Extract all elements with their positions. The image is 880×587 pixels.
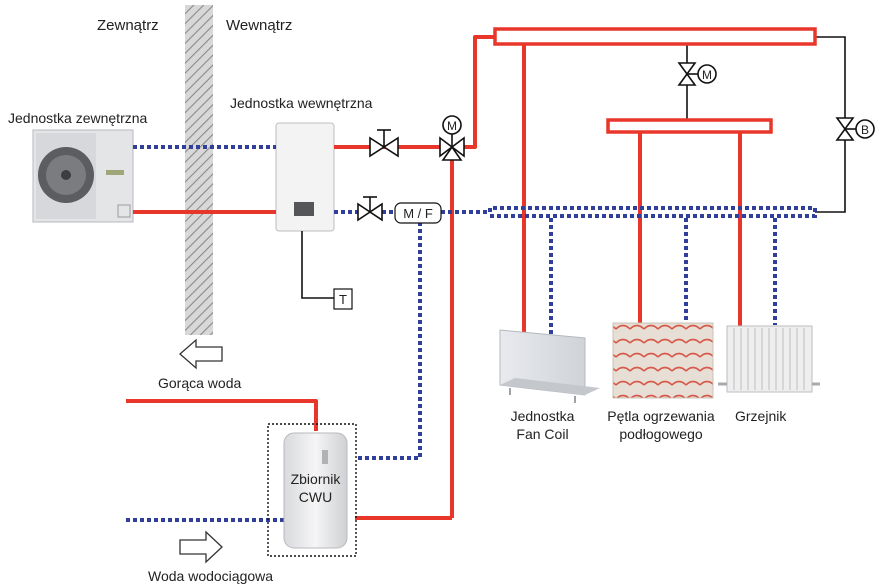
return-valve [357,196,383,222]
outdoor-unit-image [32,129,134,223]
return-lines [126,145,817,522]
floor-heating-label-line2: podłogowego [619,426,703,442]
tank-dotted-frame [267,423,357,557]
mf-box [394,202,442,224]
supply-valve [369,129,399,158]
dhw-tank-image [283,432,348,549]
thermostat-box [333,288,353,310]
motor-valve [677,62,717,86]
outside-label: Zewnątrz [97,17,159,34]
floor-heating-image [612,322,714,399]
hot-water-label: Gorąca woda [158,375,242,391]
top-manifold [493,27,817,46]
floor-heating-label-line1: Pętla ogrzewania [607,408,715,424]
radiator-label: Grzejnik [735,408,787,424]
three-way-valve [439,115,465,161]
radiator-image [718,325,820,393]
fan-coil-image [499,329,600,403]
tap-water-label: Woda wodociągowa [148,568,274,584]
wall [185,5,213,335]
fan-coil-label-line2: Fan Coil [516,426,569,442]
tap-water-arrow-icon [179,530,223,564]
bypass-valve-b-label: B [861,123,869,137]
mid-manifold [606,118,773,134]
three-way-valve-m-label: M [447,119,457,133]
bypass-valve [835,117,875,141]
outdoor-unit-label: Jednostka zewnętrzna [8,110,148,126]
inside-label: Wewnątrz [226,17,293,34]
mf-label: M / F [403,206,433,221]
hot-water-arrow-icon [179,338,223,370]
bypass-line [686,36,846,213]
thermostat-label: T [339,292,347,307]
tank-label-line1: Zbiornik [290,471,341,487]
motor-valve-m-label: M [702,68,712,82]
thermostat-wire [301,231,334,299]
supply-lines [126,35,742,520]
indoor-unit-label: Jednostka wewnętrzna [230,95,373,111]
tank-label-line2: CWU [298,489,333,505]
indoor-unit-image [275,122,335,232]
fan-coil-label-line1: Jednostka [510,408,575,424]
